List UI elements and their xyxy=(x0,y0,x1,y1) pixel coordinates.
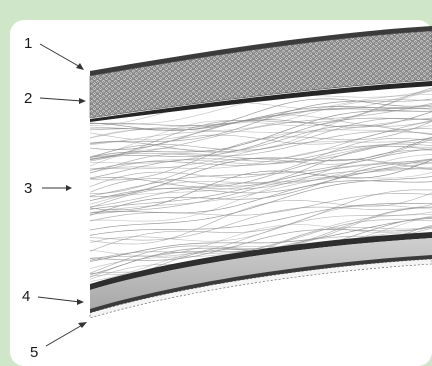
label-4-text: 4 xyxy=(22,288,30,305)
label-5-text: 5 xyxy=(30,344,38,361)
label-1-text: 1 xyxy=(24,35,32,52)
label-3-text: 3 xyxy=(24,180,32,197)
label-2-text: 2 xyxy=(24,90,32,107)
